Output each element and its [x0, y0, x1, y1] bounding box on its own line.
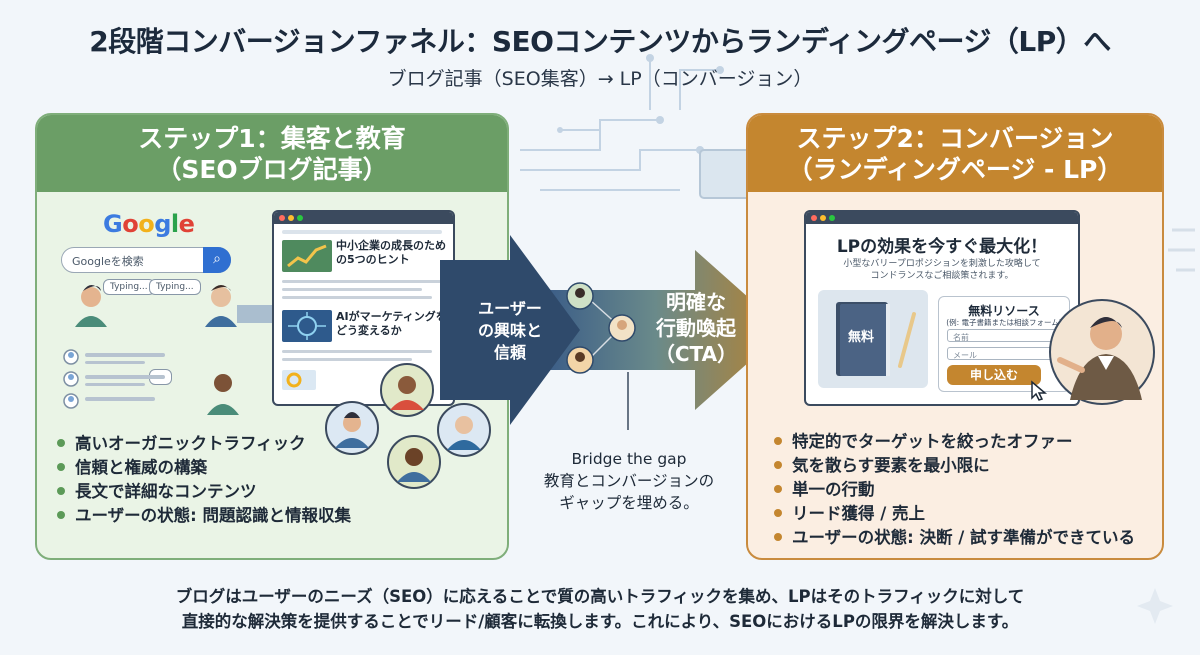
book-icon [836, 302, 916, 376]
bridge-the-gap-note: Bridge the gap 教育とコンバージョンの ギャップを埋める。 [543, 450, 715, 512]
step1-heading-line2: （SEOブログ記事） [156, 155, 388, 184]
avatar [325, 401, 379, 455]
typing-bubble-1: Typing... [103, 279, 155, 295]
step1-bullet: 長文で詳細なコンテンツ [57, 480, 351, 504]
trust-label: ユーザー の興味と 信頼 [477, 299, 542, 362]
article-title-1: 中小企業の成長のための5つのヒント [336, 239, 446, 266]
step2-heading-line2: （ランディングページ - LP） [787, 155, 1123, 184]
trust-arrow [440, 235, 580, 425]
avatar [566, 282, 594, 310]
form-subtitle: (例: 電子書籍または相談フォーム) [946, 318, 1062, 327]
avatar [387, 435, 441, 489]
avatar [566, 346, 594, 374]
step2-bullet: 単一の行動 [774, 478, 1135, 502]
search-placeholder: Googleを検索 [72, 255, 144, 268]
typing-bubble-2: Typing... [149, 279, 201, 295]
pen-icon [898, 312, 916, 368]
step1-bullet-list: 高いオーガニックトラフィック 信頼と権威の構築 長文で詳細なコンテンツ ユーザー… [57, 432, 351, 528]
search-icon: ⌕ [203, 247, 231, 273]
person-icon [205, 285, 237, 327]
step2-bullet: リード獲得 / 売上 [774, 502, 1135, 526]
step2-bullet-list: 特定的でターゲットを絞ったオファー 気を散らす要素を最小限に 単一の行動 リード… [774, 430, 1135, 550]
lp-subcopy: 小型なバリープロポジションを刺激した攻略して コンドランスなご相談策されます。 [843, 259, 1041, 281]
ai-brain-icon [282, 310, 332, 342]
presenter-avatar [1049, 299, 1155, 405]
users-illustration [63, 285, 239, 415]
window-titlebar [806, 212, 1078, 224]
footer-line-1: ブログはユーザーのニーズ（SEO）に応えることで質の高いトラフィックを集め、LP… [175, 587, 1025, 606]
avatar [608, 314, 636, 342]
cta-arrow [550, 250, 785, 410]
growth-chart-icon [282, 240, 332, 272]
step2-bullet: ユーザーの状態: 決断 / 試す準備ができている [774, 526, 1135, 550]
chip-icon [699, 149, 753, 199]
landing-page-window: LPの効果を今すぐ最大化！ 小型なバリープロポジションを刺激した攻略して コンド… [804, 210, 1080, 406]
step2-bullet: 気を散らす要素を最小限に [774, 454, 1135, 478]
article-title-2: AIがマーケティングをどう変えるか [336, 310, 447, 337]
step1-bullet: ユーザーの状態: 問題認識と情報収集 [57, 504, 351, 528]
funnel-arrows [440, 235, 785, 430]
email-field[interactable]: メール [947, 347, 1061, 360]
audience-avatars [325, 363, 491, 489]
cta-label: 明確な 行動喚起 （CTA） [654, 290, 738, 366]
person-icon [75, 285, 107, 327]
step1-heading-line1: ステップ1：集客と教育 [138, 124, 406, 153]
lp-headline: LPの効果を今すぐ最大化！ [836, 237, 1048, 257]
person-icon [207, 374, 239, 415]
blog-article-window: 中小企業の成長のための5つのヒント AIがマーケティングをどう変えるか [272, 210, 455, 406]
submit-button[interactable]: 申し込む [947, 365, 1041, 385]
step2-panel: ステップ2：コンバージョン （ランディングページ - LP） LPの効果を今すぐ… [746, 113, 1164, 560]
step2-bullet: 特定的でターゲットを絞ったオファー [774, 430, 1135, 454]
step1-heading: ステップ1：集客と教育 （SEOブログ記事） [37, 115, 507, 192]
avatar [437, 403, 491, 457]
step1-bullet: 信頼と権威の構築 [57, 456, 351, 480]
sparkle-icon [1137, 588, 1173, 624]
ebook-illustration: 無料 [818, 290, 928, 388]
form-title: 無料リソース [968, 304, 1040, 318]
footer-summary: ブログはユーザーのニーズ（SEO）に応えることで質の高いトラフィックを集め、LP… [0, 584, 1200, 634]
step2-heading: ステップ2：コンバージョン （ランディングページ - LP） [748, 115, 1162, 192]
step2-heading-line1: ステップ2：コンバージョン [796, 124, 1114, 153]
cursor-icon [1031, 380, 1048, 401]
chart-thumbnail-icon [282, 370, 316, 390]
page-subtitle: ブログ記事（SEO集客）→ LP（コンバージョン） [387, 68, 813, 90]
footer-line-2: 直接的な解決策を提供することでリード/顧客に転換します。これにより、SEOにおけ… [181, 612, 1019, 631]
page-title: 2段階コンバージョンファネル：SEOコンテンツからランディングページ（LP）へ [89, 25, 1111, 58]
step1-panel: ステップ1：集客と教育 （SEOブログ記事） Google Googleを検索 … [35, 113, 509, 560]
google-logo: Google [103, 210, 195, 238]
lead-form: 無料リソース (例: 電子書籍または相談フォーム) 名前 メール 申し込む [938, 296, 1070, 392]
window-titlebar [274, 212, 453, 224]
step1-bullet: 高いオーガニックトラフィック [57, 432, 351, 456]
google-search-input: Googleを検索 ⌕ [61, 247, 231, 273]
book-label: 無料 [848, 330, 875, 345]
avatar [380, 363, 434, 417]
